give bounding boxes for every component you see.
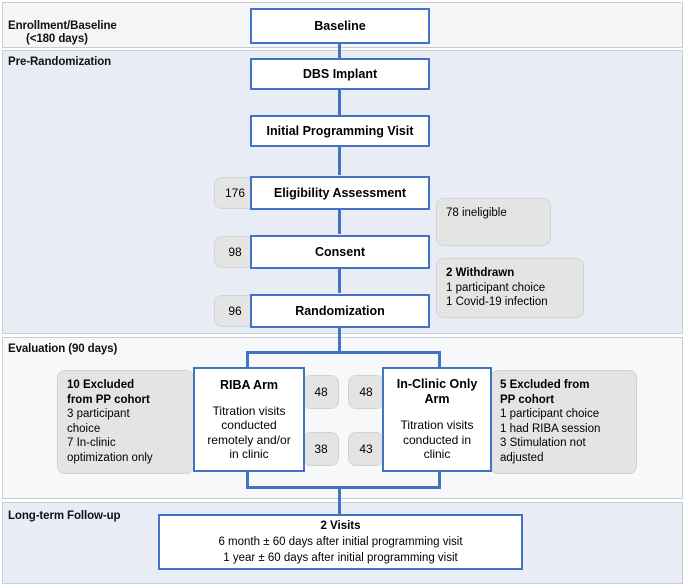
node-riba-arm-subtitle: Titration visits conducted remotely and/… [207, 403, 291, 462]
count-badge-inclinic-top-value: 48 [359, 384, 373, 399]
node-followup-visits-line2: 1 year ± 60 days after initial programmi… [223, 552, 458, 564]
connector-merge-to-followup [338, 486, 341, 516]
count-badge-inclinic-bottom-value: 43 [359, 441, 373, 456]
count-badge-eligibility-value: 176 [224, 185, 246, 200]
callout-excluded-inclinic-heading2: PP cohort [500, 393, 555, 406]
connector-merge-horizontal [246, 486, 441, 489]
count-badge-riba-top: 48 [303, 375, 339, 409]
node-dbs-implant[interactable]: DBS Implant [250, 58, 430, 90]
callout-excluded-inclinic-line1: 1 participant choice [500, 408, 600, 420]
node-initial-programming-visit[interactable]: Initial Programming Visit [250, 115, 430, 147]
callout-excluded-riba-line2: choice [67, 422, 101, 435]
band-label-evaluation: Evaluation (90 days) [8, 343, 118, 355]
node-followup-visits-line1: 6 month ± 60 days after initial programm… [218, 536, 463, 548]
connector-randomization-stem [338, 327, 341, 351]
callout-excluded-riba-line3: 7 In-clinic [67, 437, 116, 449]
callout-excluded-riba-line1: 3 participant [67, 408, 130, 420]
callout-withdrawn: 2 Withdrawn 1 participant choice 1 Covid… [436, 258, 584, 318]
connector-baseline-to-dbs [338, 44, 341, 58]
callout-excluded-inclinic: 5 Excluded from PP cohort 1 participant … [490, 370, 637, 474]
node-baseline-title: Baseline [314, 18, 366, 33]
count-badge-eligibility: 176 [214, 177, 256, 209]
count-badge-consent-value: 98 [228, 244, 242, 259]
band-label-pre-randomization: Pre-Randomization [8, 56, 112, 68]
callout-withdrawn-line1: 1 participant choice [446, 281, 546, 294]
connector-split-to-riba [246, 351, 249, 369]
node-dbs-implant-title: DBS Implant [302, 66, 378, 81]
callout-excluded-riba-heading2: from PP cohort [67, 393, 150, 406]
connector-initial-programming-to-eligibility [338, 145, 341, 175]
connector-eligibility-to-consent [338, 209, 341, 234]
callout-excluded-inclinic-heading1: 5 Excluded from [500, 379, 590, 391]
band-label-enrollment-line1: Enrollment/Baseline [8, 19, 117, 32]
count-badge-riba-bottom: 38 [303, 432, 339, 466]
connector-dbs-to-initial-programming [338, 88, 341, 115]
node-riba-arm[interactable]: RIBA Arm Titration visits conducted remo… [193, 367, 305, 472]
band-label-follow-up: Long-term Follow-up [8, 510, 121, 522]
count-badge-inclinic-bottom: 43 [348, 432, 384, 466]
connector-split-horizontal [246, 351, 441, 354]
node-followup-visits-title: 2 Visits [320, 520, 361, 532]
callout-ineligible: 78 ineligible [436, 198, 551, 246]
node-eligibility-assessment-title: Eligibility Assessment [273, 185, 407, 200]
callout-excluded-inclinic-line4: adjusted [500, 451, 544, 464]
callout-withdrawn-heading: 2 Withdrawn [446, 267, 515, 279]
callout-excluded-inclinic-line2: 1 had RIBA session [500, 422, 601, 435]
count-badge-inclinic-top: 48 [348, 375, 384, 409]
node-inclinic-arm-subtitle: Titration visits conducted in clinic [400, 418, 474, 462]
connector-inclinic-to-merge [438, 470, 441, 488]
node-randomization-title: Randomization [295, 303, 385, 318]
count-badge-randomization-value: 96 [228, 303, 242, 318]
count-badge-randomization: 96 [214, 295, 256, 327]
node-eligibility-assessment[interactable]: Eligibility Assessment [250, 176, 430, 210]
node-inclinic-arm[interactable]: In-Clinic Only Arm Titration visits cond… [382, 367, 492, 472]
node-consent-title: Consent [315, 244, 365, 259]
callout-withdrawn-line2: 1 Covid-19 infection [446, 296, 548, 308]
callout-excluded-riba-line4: optimization only [67, 451, 153, 464]
node-inclinic-arm-title: In-Clinic Only Arm [396, 377, 478, 407]
callout-ineligible-line1: 78 ineligible [446, 207, 507, 219]
connector-split-to-inclinic [438, 351, 441, 369]
count-badge-riba-bottom-value: 38 [314, 441, 328, 456]
node-followup-visits[interactable]: 2 Visits 6 month ± 60 days after initial… [158, 514, 523, 570]
connector-riba-to-merge [246, 470, 249, 488]
connector-consent-to-randomization [338, 268, 341, 293]
count-badge-riba-top-value: 48 [314, 384, 328, 399]
node-riba-arm-title: RIBA Arm [219, 377, 279, 392]
node-consent[interactable]: Consent [250, 235, 430, 269]
callout-excluded-riba: 10 Excluded from PP cohort 3 participant… [57, 370, 194, 474]
node-randomization[interactable]: Randomization [250, 294, 430, 328]
node-baseline[interactable]: Baseline [250, 8, 430, 44]
callout-excluded-riba-heading1: 10 Excluded [67, 379, 135, 391]
callout-excluded-inclinic-line3: 3 Stimulation not [500, 437, 586, 449]
band-label-enrollment: Enrollment/Baseline (<180 days) [8, 6, 117, 60]
band-label-enrollment-line2: (<180 days) [26, 33, 88, 45]
count-badge-consent: 98 [214, 236, 256, 268]
node-initial-programming-visit-title: Initial Programming Visit [266, 123, 414, 138]
